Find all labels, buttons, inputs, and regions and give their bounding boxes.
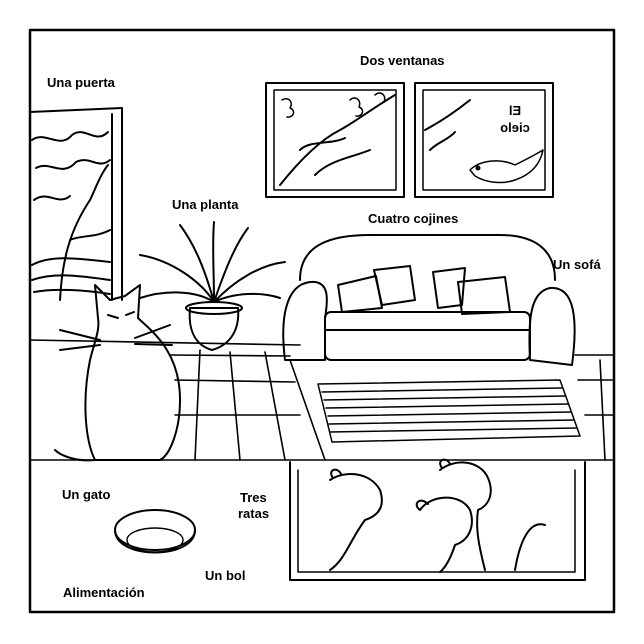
door-label: Una puerta xyxy=(47,75,115,90)
cat-label: Un gato xyxy=(62,487,111,502)
sofa-label: Un sofá xyxy=(553,257,601,272)
windows-label: Dos ventanas xyxy=(360,53,445,68)
sky-label-line2: cielo xyxy=(500,120,530,135)
window-right-drawing xyxy=(414,82,554,198)
rats-drawing xyxy=(289,458,586,581)
window-left-drawing xyxy=(265,82,405,198)
sky-label: El cielo xyxy=(495,102,535,136)
sofa-drawing xyxy=(282,234,576,366)
food-label: Alimentación xyxy=(63,585,145,600)
rats-label-line2: ratas xyxy=(238,506,270,521)
sky-label-line1: El xyxy=(508,103,522,118)
floor-tiles xyxy=(29,339,615,461)
rats-label-line1: Tres xyxy=(240,490,267,505)
plant-drawing xyxy=(139,221,286,351)
cat-drawing xyxy=(54,284,181,462)
cushions-label: Cuatro cojines xyxy=(368,211,459,226)
bowl-label: Un bol xyxy=(205,568,246,583)
plant-label: Una planta xyxy=(172,197,239,212)
door-drawing xyxy=(29,107,123,301)
picture-frame xyxy=(28,28,616,614)
rug-drawing xyxy=(317,379,581,443)
bowl-drawing xyxy=(114,509,196,554)
